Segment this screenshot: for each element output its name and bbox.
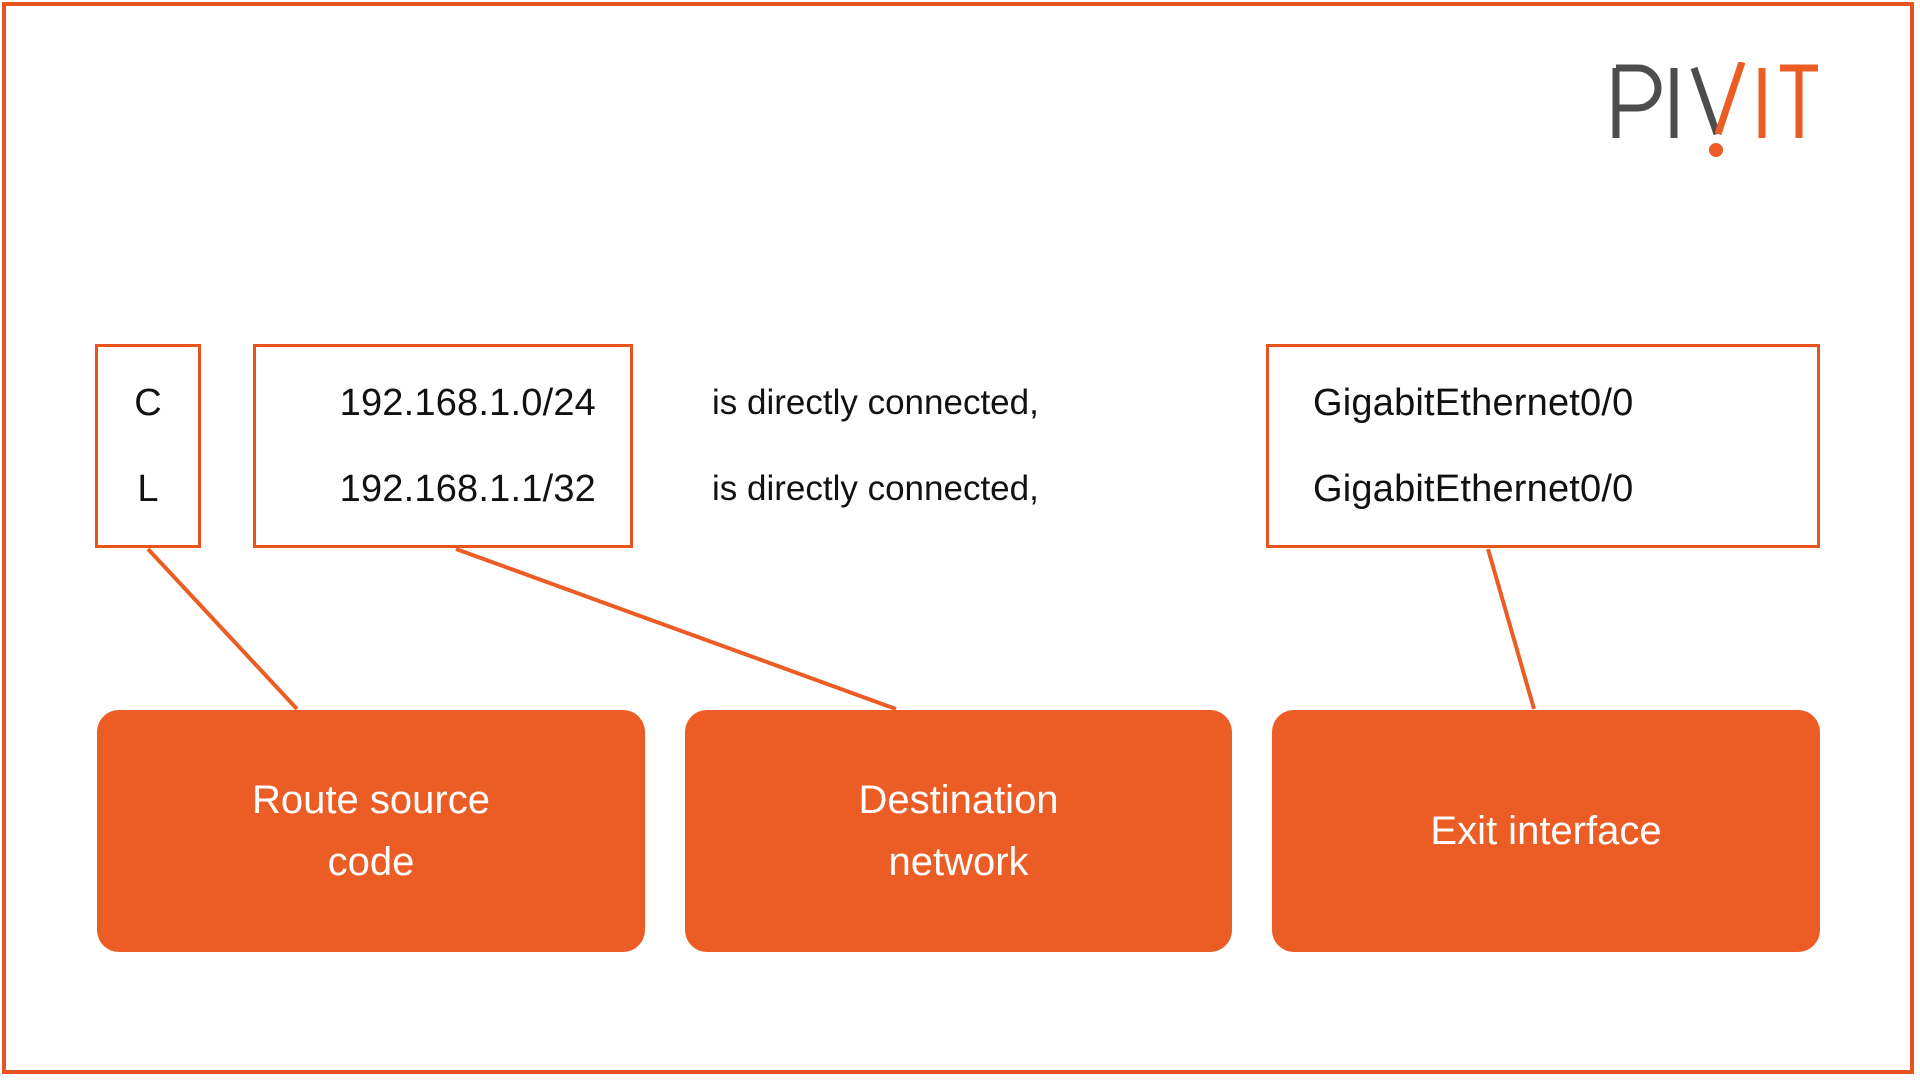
callout-label-line1: Exit interface [1430,809,1662,853]
callout-label-line1: Destination [858,778,1059,822]
callout-label-line1: Route source [252,778,490,822]
destination-network-box: 192.168.1.0/24 192.168.1.1/32 [253,344,633,548]
route-source-code-box: C L [95,344,201,548]
exit-interface-value: GigabitEthernet0/0 [1313,468,1634,510]
destination-network-value: 192.168.1.1/32 [339,468,596,510]
connector-exit-interface [1486,548,1536,710]
route-source-code-value: C [134,382,162,424]
callout-route-source-code[interactable]: Route source code [97,710,645,952]
callout-label-line2: network [888,840,1029,884]
callout-label-line2: code [327,840,415,884]
connection-status-line: is directly connected, [712,383,1039,422]
exit-interface-value: GigabitEthernet0/0 [1313,382,1634,424]
pivit-logo-icon [1612,60,1818,157]
destination-network-value: 192.168.1.0/24 [339,382,596,424]
route-source-code-value: L [137,468,159,510]
pivit-logo [1612,60,1822,158]
callout-exit-interface[interactable]: Exit interface [1272,710,1820,952]
connection-status-line: is directly connected, [712,469,1039,508]
connector-route-source [146,547,299,711]
connection-status-text: is directly connected, is directly conne… [712,344,1232,548]
callout-destination-network[interactable]: Destination network [685,710,1232,952]
exit-interface-box: GigabitEthernet0/0 GigabitEthernet0/0 [1266,344,1820,548]
connector-destination-network [455,547,897,711]
